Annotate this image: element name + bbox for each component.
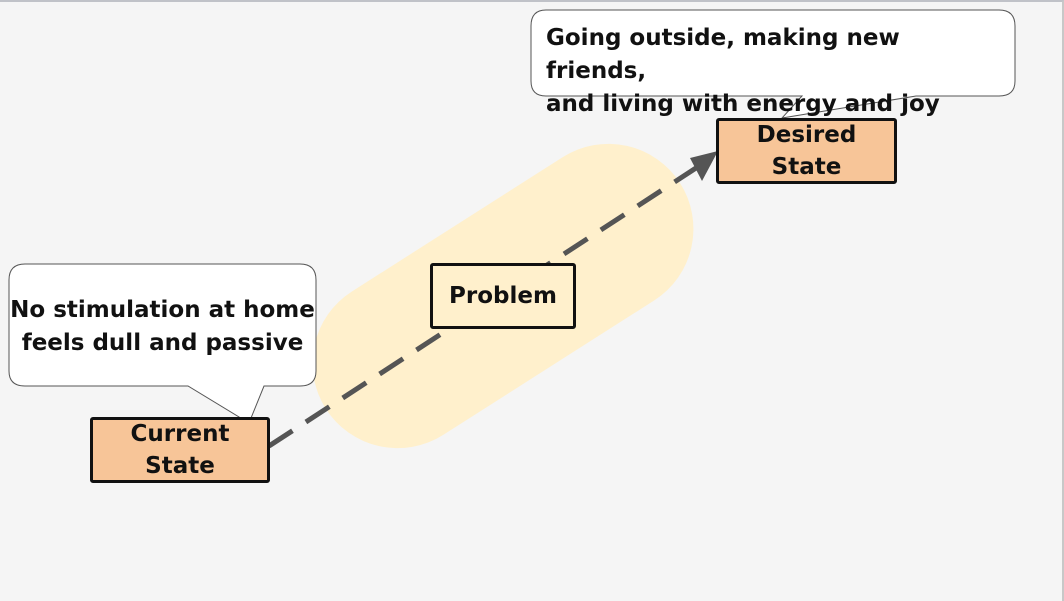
callout-current-text: No stimulation at home feels dull and pa… xyxy=(10,297,315,356)
callout-desired-text: Going outside, making new friends, and l… xyxy=(546,25,940,117)
current-state-node[interactable]: Current State xyxy=(90,417,270,483)
arrowhead-icon xyxy=(690,151,718,181)
callout-current-bubble xyxy=(8,263,317,424)
callout-desired-bubble xyxy=(530,9,1016,119)
problem-node[interactable]: Problem xyxy=(430,263,576,329)
desired-state-node[interactable]: Desired State xyxy=(716,118,897,184)
